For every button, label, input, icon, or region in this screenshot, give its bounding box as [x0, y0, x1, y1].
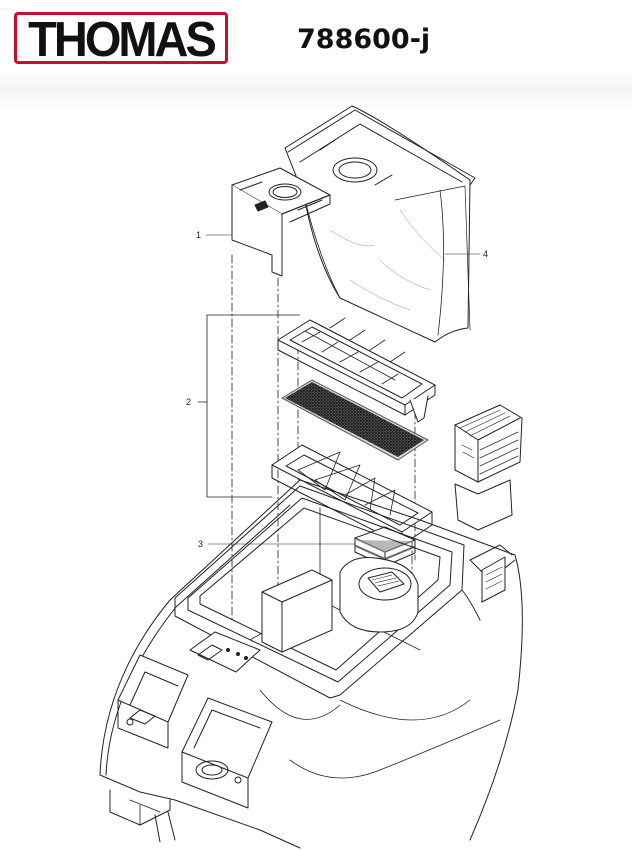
brand-logo: THOMAS: [14, 12, 228, 64]
motor-filter: [354, 526, 416, 567]
header-divider: [0, 70, 632, 110]
callout-2: 2: [186, 397, 191, 407]
exhaust-filter: [454, 404, 523, 531]
vacuum-body: [99, 479, 523, 849]
callout-4: 4: [483, 249, 488, 259]
brand-logo-text: THOMAS: [28, 10, 217, 66]
callout-3: 3: [198, 539, 203, 549]
callout-1: 1: [196, 230, 201, 240]
bag-holder: [231, 167, 331, 277]
part-number: 788600-j: [297, 24, 431, 55]
filter-mesh: [281, 379, 429, 461]
filter-frame-upper: [277, 317, 436, 423]
dust-bag: [284, 105, 476, 343]
filter-frame-lower: [271, 444, 433, 546]
